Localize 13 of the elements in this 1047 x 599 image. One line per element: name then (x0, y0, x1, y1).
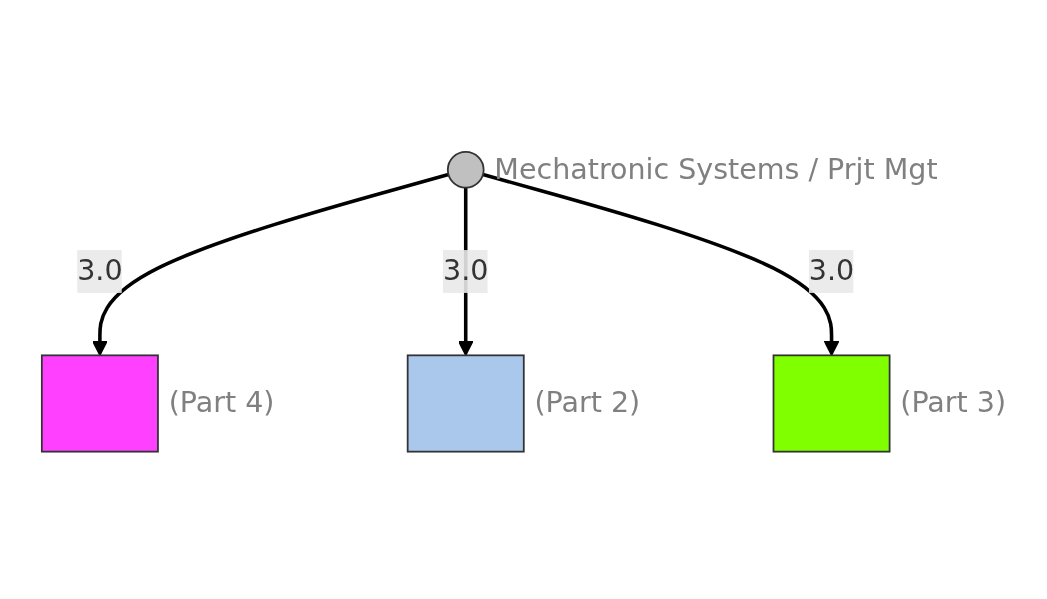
edge-label: 3.0 (76, 253, 123, 288)
node-label: (Part 4) (168, 385, 274, 419)
node-box (40, 353, 159, 453)
node-circle (446, 150, 485, 189)
node-label: (Part 2) (534, 385, 640, 419)
arrow (482, 172, 839, 356)
edge-label: 3.0 (808, 253, 854, 288)
arrow (91, 172, 449, 356)
node-label: (Part 3) (899, 385, 1006, 419)
node-box (772, 353, 890, 453)
edge-label: 3.0 (442, 253, 488, 288)
node-label: Mechatronic Systems / Prjt Mgt (493, 152, 938, 186)
node-box (406, 353, 525, 453)
